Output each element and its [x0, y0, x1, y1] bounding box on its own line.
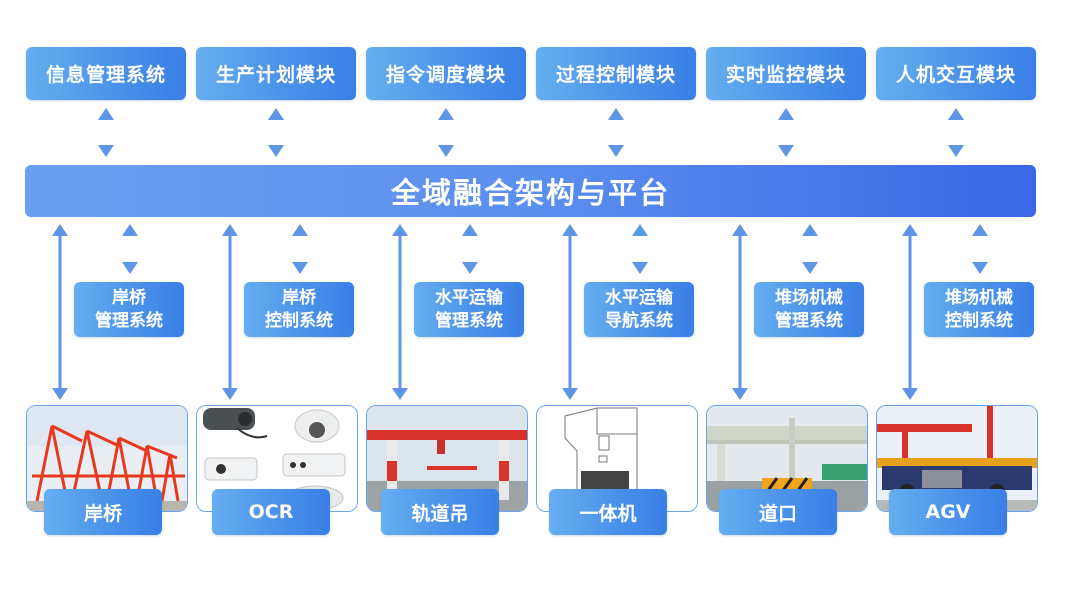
platform-device-arrow — [902, 224, 918, 400]
module-label: 实时监控模块 — [725, 64, 846, 86]
module-label: 指令调度模块 — [385, 64, 506, 86]
device-label-text: 一体机 — [579, 502, 637, 525]
subsystem-horizontal-transport-navigation: 水平运输导航系统 — [584, 282, 694, 337]
device-label-text: 岸桥 — [83, 502, 122, 525]
subsystem-quay-crane-management: 岸桥管理系统 — [74, 282, 184, 337]
module-label: 过程控制模块 — [555, 64, 676, 86]
device-label-text: 轨道吊 — [411, 502, 469, 525]
module-info-management: 信息管理系统 — [26, 47, 186, 100]
subsystem-line2: 管理系统 — [95, 310, 163, 331]
platform-device-arrow — [222, 224, 238, 400]
device-label-gate: 道口 — [719, 489, 837, 535]
subsystem-line2: 管理系统 — [775, 310, 843, 331]
subsystem-line1: 岸桥 — [282, 287, 316, 308]
platform-subsystem-arrow — [292, 224, 308, 274]
module-platform-arrow — [98, 108, 114, 157]
module-platform-arrow — [438, 108, 454, 157]
subsystem-yard-machinery-management: 堆场机械管理系统 — [754, 282, 864, 337]
platform-device-arrow — [562, 224, 578, 400]
subsystem-line1: 堆场机械 — [775, 287, 843, 308]
module-platform-arrow — [608, 108, 624, 157]
subsystem-horizontal-transport-management: 水平运输管理系统 — [414, 282, 524, 337]
module-platform-arrow — [268, 108, 284, 157]
module-label: 人机交互模块 — [895, 64, 1016, 86]
subsystem-line1: 水平运输 — [435, 287, 503, 308]
subsystem-line1: 水平运输 — [605, 287, 673, 308]
subsystem-line2: 管理系统 — [435, 310, 503, 331]
subsystem-yard-machinery-control: 堆场机械控制系统 — [924, 282, 1034, 337]
device-label-text: OCR — [248, 501, 294, 523]
device-label-kiosk: 一体机 — [549, 489, 667, 535]
platform-device-arrow — [52, 224, 68, 400]
module-hmi: 人机交互模块 — [876, 47, 1036, 100]
platform-subsystem-arrow — [462, 224, 478, 274]
subsystem-line2: 控制系统 — [265, 310, 333, 331]
module-realtime-monitoring: 实时监控模块 — [706, 47, 866, 100]
device-label-quay-crane: 岸桥 — [44, 489, 162, 535]
platform-subsystem-arrow — [122, 224, 138, 274]
device-label-rail-gantry: 轨道吊 — [381, 489, 499, 535]
subsystem-line2: 控制系统 — [945, 310, 1013, 331]
subsystem-line1: 岸桥 — [112, 287, 146, 308]
module-platform-arrow — [778, 108, 794, 157]
platform-subsystem-arrow — [632, 224, 648, 274]
subsystem-line1: 堆场机械 — [945, 287, 1013, 308]
device-label-ocr: OCR — [212, 489, 330, 535]
device-label-agv: AGV — [889, 489, 1007, 535]
platform-device-arrow — [392, 224, 408, 400]
subsystem-quay-crane-control: 岸桥控制系统 — [244, 282, 354, 337]
platform-subsystem-arrow — [972, 224, 988, 274]
module-platform-arrow — [948, 108, 964, 157]
subsystem-line2: 导航系统 — [605, 310, 673, 331]
module-label: 信息管理系统 — [45, 64, 166, 86]
platform-device-arrow — [732, 224, 748, 400]
device-label-text: 道口 — [758, 502, 797, 525]
platform-bar: 全域融合架构与平台 — [25, 165, 1036, 217]
device-label-text: AGV — [925, 501, 971, 523]
module-command-dispatch: 指令调度模块 — [366, 47, 526, 100]
platform-label: 全域融合架构与平台 — [390, 176, 670, 210]
module-process-control: 过程控制模块 — [536, 47, 696, 100]
platform-subsystem-arrow — [802, 224, 818, 274]
module-production-planning: 生产计划模块 — [196, 47, 356, 100]
module-label: 生产计划模块 — [215, 64, 336, 86]
